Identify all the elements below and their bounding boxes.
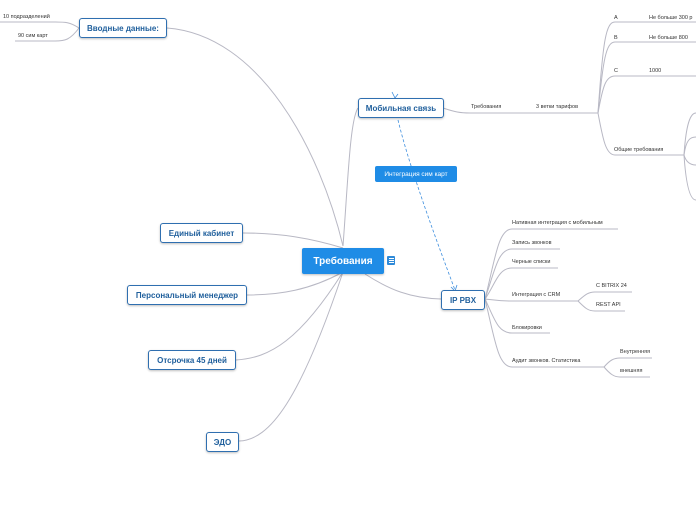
pbx-blacklists[interactable]: Черные списки bbox=[512, 259, 551, 265]
mobile-requirements[interactable]: Требования bbox=[471, 104, 502, 110]
deferral-node[interactable]: Отсрочка 45 дней bbox=[148, 350, 236, 370]
mobile-label: Мобильная связь bbox=[365, 103, 437, 113]
link-mobile bbox=[342, 107, 359, 247]
link-mobile-requirements bbox=[442, 107, 598, 114]
deferral-label: Отсрочка 45 дней bbox=[157, 355, 227, 365]
link-general-sub-1 bbox=[683, 112, 696, 156]
input-data-node[interactable]: Вводные данные: bbox=[79, 18, 167, 38]
link-input-data bbox=[166, 27, 344, 247]
input-data-label: Вводные данные: bbox=[87, 23, 159, 33]
mobile-general[interactable]: Общие требования bbox=[614, 147, 664, 153]
link-audit bbox=[484, 298, 604, 368]
link-single-cabinet bbox=[242, 232, 344, 249]
link-crm-bitrix bbox=[577, 291, 632, 302]
tariff-b-label[interactable]: B bbox=[614, 35, 618, 41]
link-crm-rest bbox=[577, 300, 625, 312]
link-edo bbox=[238, 271, 344, 442]
ip-pbx-label: IP PBX bbox=[449, 295, 477, 305]
pbx-crm-rest[interactable]: REST API bbox=[596, 302, 621, 308]
tariff-b-value[interactable]: Не больше 800 bbox=[649, 35, 688, 41]
personal-manager-label: Персональный менеджер bbox=[135, 290, 239, 300]
mobile-tariffs[interactable]: 3 ветки тарифов bbox=[536, 104, 579, 110]
link-tariff-c bbox=[597, 75, 696, 114]
tariff-a-value[interactable]: Не больше 300 р bbox=[649, 15, 693, 21]
dashed-relation-line bbox=[397, 119, 456, 291]
link-general-sub-3 bbox=[683, 154, 696, 166]
root-node[interactable]: Требования bbox=[302, 248, 384, 274]
pbx-recording[interactable]: Запись звонков bbox=[512, 240, 552, 246]
link-crm bbox=[484, 298, 578, 302]
input-data-child-2[interactable]: 90 сим карт bbox=[18, 33, 48, 39]
link-input-child-1 bbox=[0, 21, 80, 29]
edo-label: ЭДО bbox=[213, 437, 232, 447]
input-data-child-1[interactable]: 10 подразделений bbox=[3, 14, 50, 20]
mobile-node[interactable]: Мобильная связь bbox=[358, 98, 444, 118]
link-general bbox=[597, 112, 684, 156]
pbx-crm[interactable]: Интеграция с CRM bbox=[512, 292, 561, 298]
tariff-c-value[interactable]: 1000 bbox=[649, 68, 662, 74]
tariff-c-label[interactable]: C bbox=[614, 68, 618, 74]
link-general-sub-2 bbox=[683, 136, 696, 156]
pbx-crm-bitrix[interactable]: C BITRIX 24 bbox=[596, 283, 627, 289]
edo-node[interactable]: ЭДО bbox=[206, 432, 239, 452]
link-tariff-a bbox=[597, 21, 696, 114]
sim-integration-label[interactable]: Интеграция сим карт bbox=[375, 166, 457, 182]
link-blocking bbox=[484, 298, 550, 334]
tariff-a-label[interactable]: A bbox=[614, 15, 618, 21]
single-cabinet-node[interactable]: Единый кабинет bbox=[160, 223, 243, 243]
root-label: Требования bbox=[313, 255, 373, 267]
note-icon[interactable] bbox=[387, 256, 395, 265]
link-personal-manager bbox=[246, 271, 344, 296]
sim-integration-text: Интеграция сим карт bbox=[384, 170, 448, 178]
pbx-audit-external[interactable]: внешняя bbox=[620, 368, 643, 374]
personal-manager-node[interactable]: Персональный менеджер bbox=[127, 285, 247, 305]
link-blacklists bbox=[484, 267, 558, 300]
link-native bbox=[484, 228, 618, 300]
ip-pbx-node[interactable]: IP PBX bbox=[441, 290, 485, 310]
link-audit-external bbox=[603, 366, 650, 378]
pbx-native[interactable]: Нативная интеграция с мобильным bbox=[512, 220, 603, 226]
pbx-blocking[interactable]: Блокировки bbox=[512, 325, 542, 331]
pbx-audit[interactable]: Аудит звонков. Статистика bbox=[512, 358, 581, 364]
pbx-audit-internal[interactable]: Внутренняя bbox=[620, 349, 651, 355]
link-audit-internal bbox=[603, 357, 652, 368]
link-input-child-2 bbox=[15, 27, 80, 42]
link-ip-pbx bbox=[364, 273, 442, 300]
single-cabinet-label: Единый кабинет bbox=[168, 228, 235, 238]
link-deferral bbox=[235, 271, 344, 361]
link-general-sub-4 bbox=[683, 154, 696, 201]
link-recording bbox=[484, 248, 560, 300]
link-tariff-b bbox=[597, 41, 696, 114]
